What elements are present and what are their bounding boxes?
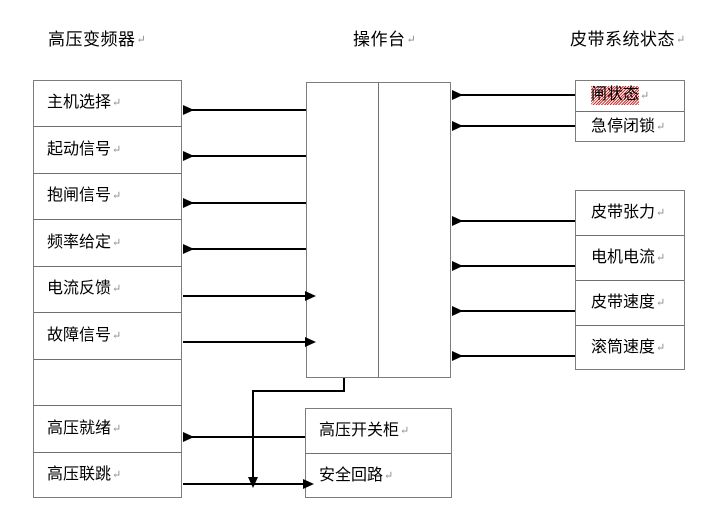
inverter-row-hv-ready[interactable]: 高压就绪↵ [33,405,182,452]
brake-row-gate-status[interactable]: 闸状态↵ [575,80,685,111]
belt-row-drum-speed[interactable]: 滚筒速度↵ [575,325,685,370]
inverter-row-empty [33,359,182,405]
row-label: 急停闭锁 [591,117,656,135]
pilcrow-mark: ↵ [656,341,666,354]
row-separator [576,280,684,281]
inverter-row-current-feedback[interactable]: 电流反馈↵ [33,266,182,312]
column-title-inverter: 高压变频器↵ [48,31,146,49]
row-label: 皮带张力 [591,203,656,221]
pilcrow-mark: ↵ [112,329,122,342]
inverter-row-hv-interlock-trip[interactable]: 高压联跳↵ [33,452,182,498]
column-title-belt-status-label: 皮带系统状态 [570,30,675,49]
row-separator [34,126,181,127]
pilcrow-mark: ↵ [656,296,666,309]
row-separator [576,111,684,112]
brake-row-estop-interlock[interactable]: 急停闭锁↵ [575,111,685,142]
column-title-console: 操作台↵ [353,31,416,49]
row-label: 高压联跳 [47,466,112,483]
inverter-block [33,80,182,498]
inverter-row-frequency-set[interactable]: 频率给定↵ [33,219,182,266]
row-label: 电流反馈 [47,280,112,297]
row-separator [34,312,181,313]
row-label: 高压就绪 [47,419,112,437]
pilcrow-mark: ↵ [112,190,122,202]
row-label: 电机电流 [591,248,656,266]
column-title-belt-status: 皮带系统状态↵ [570,31,686,49]
pilcrow-mark: ↵ [112,236,122,249]
row-label: 滚筒速度 [591,338,656,356]
pilcrow-mark: ↵ [136,34,147,46]
row-label: 安全回路 [319,466,384,484]
pilcrow-mark: ↵ [112,283,122,295]
row-separator [576,235,684,236]
column-title-inverter-label: 高压变频器 [48,30,136,49]
inverter-row-brake-signal[interactable]: 抱闸信号↵ [33,173,182,219]
pilcrow-mark: ↵ [400,424,410,437]
pilcrow-mark: ↵ [640,89,650,102]
switchgear-row-hv-switchgear[interactable]: 高压开关柜↵ [305,408,452,453]
row-separator [34,266,181,267]
pilcrow-mark: ↵ [656,251,666,264]
console-pane-divider [378,83,379,377]
inverter-row-host-select[interactable]: 主机选择↵ [33,80,182,126]
row-separator [306,453,451,454]
pilcrow-mark: ↵ [112,422,122,435]
row-separator [34,173,181,174]
row-separator [34,219,181,220]
row-label: 皮带速度 [591,293,656,311]
pilcrow-mark: ↵ [406,34,417,46]
pilcrow-mark: ↵ [112,143,122,156]
belt-row-belt-speed[interactable]: 皮带速度↵ [575,280,685,325]
pilcrow-mark: ↵ [656,206,666,219]
row-label: 起动信号 [47,140,112,158]
row-label: 闸状态 [591,86,640,105]
row-separator [34,405,181,406]
row-label: 高压开关柜 [319,421,400,439]
pilcrow-mark: ↵ [676,34,686,46]
row-separator [34,359,181,360]
switchgear-row-safety-circuit[interactable]: 安全回路↵ [305,453,452,498]
inverter-row-fault-signal[interactable]: 故障信号↵ [33,312,182,359]
row-label: 频率给定 [47,233,112,251]
row-separator [576,325,684,326]
pilcrow-mark: ↵ [384,469,394,482]
pilcrow-mark: ↵ [112,97,122,109]
row-label: 故障信号 [47,326,112,344]
row-separator [34,452,181,453]
belt-row-belt-tension[interactable]: 皮带张力↵ [575,190,685,235]
pilcrow-mark: ↵ [656,120,666,133]
row-label: 抱闸信号 [47,187,112,204]
row-label: 主机选择 [47,94,112,111]
inverter-row-start-signal[interactable]: 起动信号↵ [33,126,182,173]
column-title-console-label: 操作台 [353,30,406,49]
belt-row-motor-current[interactable]: 电机电流↵ [575,235,685,280]
pilcrow-mark: ↵ [112,469,122,481]
